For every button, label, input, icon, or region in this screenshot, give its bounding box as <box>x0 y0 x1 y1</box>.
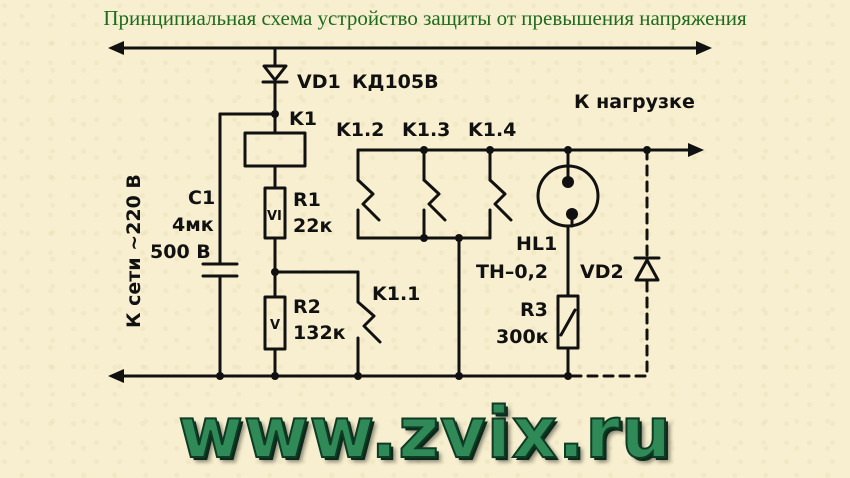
label-k1-4: K1.4 <box>468 119 516 141</box>
r2-resistor <box>263 270 287 380</box>
watermark: www.zvix.ru <box>177 391 672 475</box>
label-vd2: VD2 <box>580 261 624 283</box>
k1-relay-coil <box>243 112 307 190</box>
k1-1-contact <box>273 270 382 380</box>
label-load: К нагрузке <box>574 91 695 113</box>
label-r2-rating: V <box>270 318 280 333</box>
vd2-diode <box>633 148 661 378</box>
label-r3: R3 <box>520 299 548 321</box>
label-r1-rating: VI <box>267 209 282 224</box>
label-r3-value: 300к <box>496 326 549 348</box>
page-title: Принципиальная схема устройство защиты о… <box>103 6 747 30</box>
label-vd1-type: КД105В <box>352 71 439 93</box>
label-mains: К сети ~220 В <box>123 174 145 328</box>
bottom-rail <box>108 369 647 383</box>
c1-capacitor <box>201 112 277 380</box>
label-r2: R2 <box>293 296 321 318</box>
label-vd1: VD1 <box>297 71 341 93</box>
label-r1-value: 22к <box>293 215 332 237</box>
r1-resistor <box>263 186 287 276</box>
vd1-diode <box>261 46 289 118</box>
label-k1-1: K1.1 <box>372 283 420 305</box>
label-hl1-type: ТН–0,2 <box>476 261 548 283</box>
label-k1-3: K1.3 <box>402 119 450 141</box>
label-r2-value: 132к <box>293 322 346 344</box>
component-labels: VD1 КД105В K1 C1 4мк 500 В R1 22к VI R2 … <box>123 71 695 348</box>
top-rail <box>108 41 712 55</box>
label-hl1: HL1 <box>516 233 557 255</box>
k1-2-k1-4-contacts <box>356 143 704 380</box>
label-k1-2: K1.2 <box>336 119 384 141</box>
label-c1: C1 <box>188 187 215 209</box>
label-c1-voltage: 500 В <box>150 241 211 263</box>
label-k1: K1 <box>289 108 317 130</box>
label-r1: R1 <box>293 189 321 211</box>
r3-resistor <box>556 294 580 380</box>
label-c1-capacitance: 4мк <box>172 214 214 236</box>
hl1-lamp <box>536 148 600 298</box>
